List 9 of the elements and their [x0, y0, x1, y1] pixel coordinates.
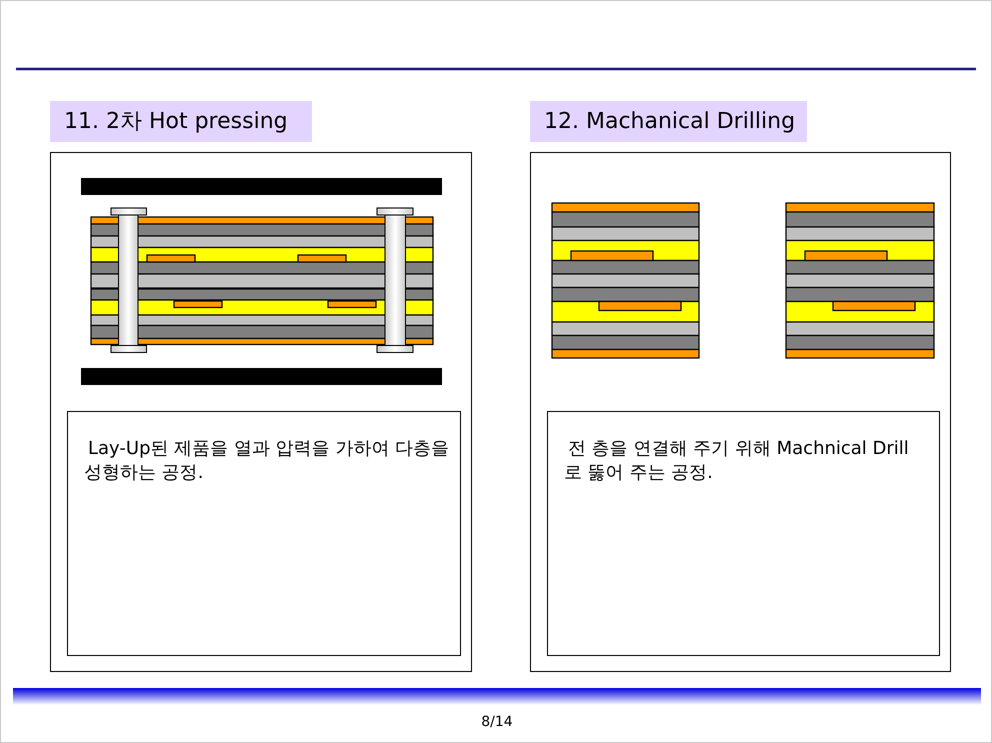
section-heading: 12. Machanical Drilling: [530, 101, 807, 142]
panel-frame: [50, 152, 472, 672]
page-number: 8/14: [481, 714, 513, 730]
description-text: 전 층을 연결해 주기 위해 Machnical Drill 로 뚫어 주는 공정.: [564, 437, 910, 485]
description-box: [67, 411, 461, 656]
description-box: [547, 411, 940, 656]
description-text: Lay-Up된 제품을 열과 압력을 가하여 다층을 성형하는 공정.: [84, 437, 450, 485]
section-heading: 11. 2차 Hot pressing: [50, 101, 312, 142]
panel-frame: [530, 152, 951, 672]
